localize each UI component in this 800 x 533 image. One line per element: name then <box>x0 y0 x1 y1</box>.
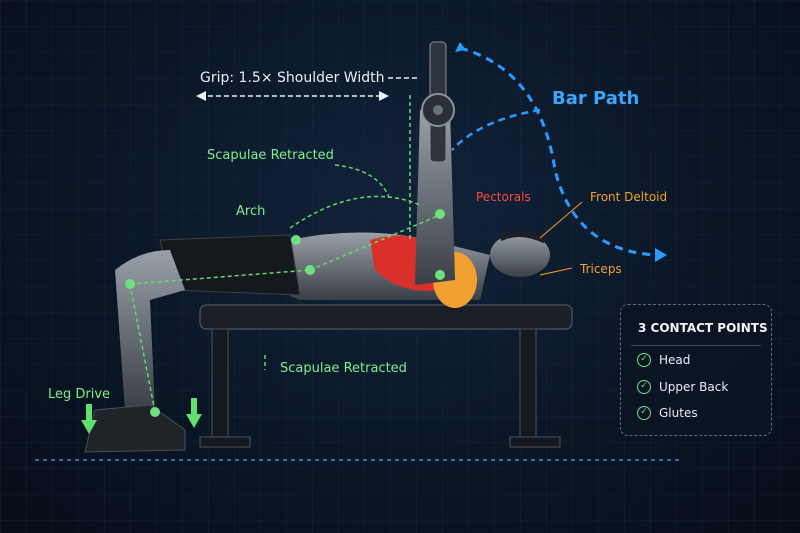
bar-path-label: Bar Path <box>552 88 640 109</box>
divider <box>631 345 761 346</box>
leg-drive-label: Leg Drive <box>48 387 111 402</box>
check-circle-icon: ✓ <box>637 380 651 394</box>
grip-width-label: Grip: 1.5× Shoulder Width <box>200 70 385 86</box>
bench <box>199 304 573 448</box>
front-deltoid-label: Front Deltoid <box>590 190 668 204</box>
contact-points-panel: 3 CONTACT POINTS ✓Head ✓Upper Back ✓Glut… <box>620 304 772 436</box>
arch-label: Arch <box>236 204 266 219</box>
scapulae-retracted-label-top: Scapulae Retracted <box>207 148 334 163</box>
barbell <box>421 41 455 163</box>
alignment-guides <box>129 95 441 413</box>
contact-point-item: ✓Glutes <box>637 406 698 420</box>
contact-points-title: 3 CONTACT POINTS <box>638 321 768 335</box>
contact-point-item: ✓Head <box>637 353 690 367</box>
bar-path-arrow <box>459 46 656 257</box>
triceps-label: Triceps <box>580 262 622 276</box>
leg-drive-arrows <box>81 398 202 434</box>
pectorals-label: Pectorals <box>476 190 531 204</box>
check-circle-icon: ✓ <box>637 353 651 367</box>
contact-point-item: ✓Upper Back <box>637 380 728 394</box>
check-circle-icon: ✓ <box>637 406 651 420</box>
bar-path-inner-arrow <box>451 108 541 151</box>
scapulae-retracted-label-bottom: Scapulae Retracted <box>280 361 407 376</box>
joint-markers <box>125 209 445 417</box>
lifter-figure <box>84 110 550 453</box>
